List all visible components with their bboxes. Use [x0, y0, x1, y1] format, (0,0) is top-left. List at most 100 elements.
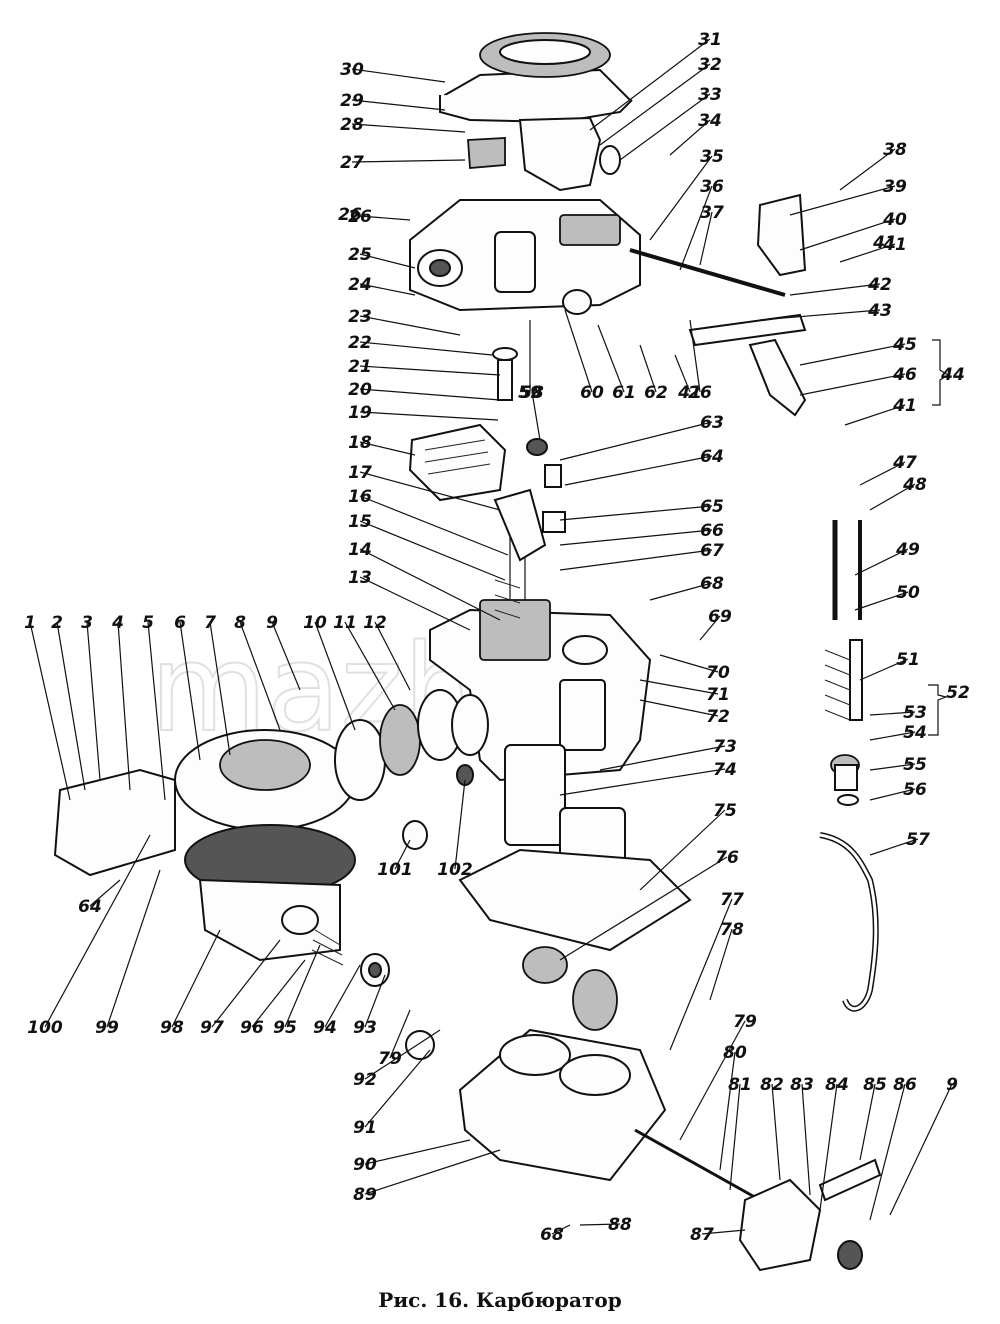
- leader-line-9: [271, 621, 301, 691]
- leader-line-13: [359, 576, 471, 631]
- part-label-44: 44: [940, 365, 965, 385]
- leader-line-76: [559, 856, 728, 961]
- leader-line-64: [564, 455, 713, 486]
- part-label-25: 25: [348, 245, 372, 265]
- fuel-line: [819, 832, 879, 1012]
- part-label-67: 67: [700, 541, 724, 561]
- part-label-9: 9: [946, 1075, 958, 1095]
- part-label-19: 19: [348, 403, 372, 423]
- part-label-69: 69: [708, 607, 732, 627]
- part-label-68: 68: [540, 1225, 564, 1245]
- part-label-68: 68: [700, 574, 724, 594]
- part-label-84: 84: [825, 1075, 849, 1095]
- part-label-75: 75: [713, 801, 737, 821]
- leader-line-46: [799, 373, 906, 396]
- part-label-54: 54: [903, 723, 927, 743]
- leader-line-7: [209, 621, 231, 756]
- float-chamber-cover: [409, 199, 641, 312]
- leader-line-77: [669, 898, 733, 1051]
- leader-line-53: [869, 711, 916, 716]
- part-label-4: 4: [111, 613, 124, 633]
- part-label-22: 22: [348, 333, 372, 353]
- part-label-78: 78: [720, 920, 744, 940]
- part-label-74: 74: [713, 760, 737, 780]
- leader-line-14: [359, 548, 501, 621]
- part-label-52: 52: [946, 683, 970, 703]
- air-horn-cover: [439, 32, 633, 124]
- part-label-7: 7: [204, 613, 216, 633]
- part-label-41: 41: [677, 383, 702, 403]
- part-label-79: 79: [378, 1049, 402, 1069]
- part-label-61: 61: [612, 383, 636, 403]
- leader-line-55: [869, 763, 916, 771]
- leader-line-32: [599, 63, 711, 146]
- choke-plate-bracket: [467, 116, 602, 192]
- leader-line-25: [359, 253, 416, 269]
- part-label-48: 48: [902, 475, 927, 495]
- leader-line-54: [869, 731, 916, 741]
- leader-line-36: [679, 185, 713, 271]
- part-label-80: 80: [723, 1043, 747, 1063]
- leader-line-58: [531, 391, 541, 441]
- leader-line-90: [364, 1139, 471, 1165]
- leader-line-12: [374, 621, 411, 691]
- part-label-87: 87: [690, 1225, 714, 1245]
- part-label-88: 88: [608, 1215, 632, 1235]
- leader-line-69: [699, 615, 721, 641]
- part-label-6: 6: [174, 613, 186, 633]
- leader-line-75: [639, 809, 726, 891]
- part-label-40: 40: [882, 210, 907, 230]
- part-label-27: 27: [340, 153, 364, 173]
- leader-line-82: [771, 1083, 781, 1181]
- brace-44: [932, 339, 950, 406]
- part-label-26: 26: [348, 207, 372, 227]
- leader-line-22: [359, 341, 493, 356]
- leader-line-40: [799, 218, 896, 251]
- part-label-26: 26: [338, 205, 362, 225]
- part-label-50: 50: [896, 583, 920, 603]
- leader-line-89: [364, 1149, 501, 1195]
- part-label-82: 82: [760, 1075, 784, 1095]
- leader-line-56: [869, 788, 916, 801]
- part-label-13: 13: [348, 568, 372, 588]
- leader-line-21: [359, 365, 501, 376]
- leader-line-4: [117, 621, 131, 791]
- part-label-60: 60: [580, 383, 604, 403]
- leader-line-49: [854, 548, 909, 576]
- leader-line-2: [56, 621, 86, 791]
- part-label-66: 66: [700, 521, 724, 541]
- linkage-rods: [629, 193, 807, 417]
- throttle-body: [458, 946, 667, 1182]
- part-label-70: 70: [706, 663, 730, 683]
- leader-line-64: [89, 879, 121, 907]
- part-label-56: 56: [903, 780, 927, 800]
- part-label-20: 20: [348, 380, 372, 400]
- leader-line-68: [649, 582, 713, 601]
- leader-line-29: [351, 99, 446, 111]
- part-label-97: 97: [200, 1018, 224, 1038]
- leader-line-70: [659, 654, 719, 673]
- part-label-31: 31: [698, 30, 722, 50]
- part-label-41: 41: [882, 235, 907, 255]
- part-label-91: 91: [353, 1118, 377, 1138]
- part-label-42: 42: [867, 275, 892, 295]
- leader-line-50: [854, 591, 909, 611]
- leader-line-41: [844, 404, 906, 426]
- rings-and-seals: [334, 689, 489, 850]
- part-label-21: 21: [348, 357, 372, 377]
- part-label-33: 33: [698, 85, 722, 105]
- leader-line-11: [344, 621, 396, 711]
- leader-line-38: [839, 148, 896, 191]
- part-label-18: 18: [348, 433, 372, 453]
- leader-line-10: [314, 621, 356, 731]
- leader-line-41: [839, 243, 896, 263]
- part-label-8: 8: [234, 613, 246, 633]
- part-label-2: 2: [51, 613, 63, 633]
- part-label-37: 37: [700, 203, 724, 223]
- leader-line-42: [789, 283, 881, 296]
- part-label-95: 95: [273, 1018, 297, 1038]
- part-label-36: 36: [700, 177, 724, 197]
- part-label-83: 83: [790, 1075, 814, 1095]
- part-label-71: 71: [706, 685, 730, 705]
